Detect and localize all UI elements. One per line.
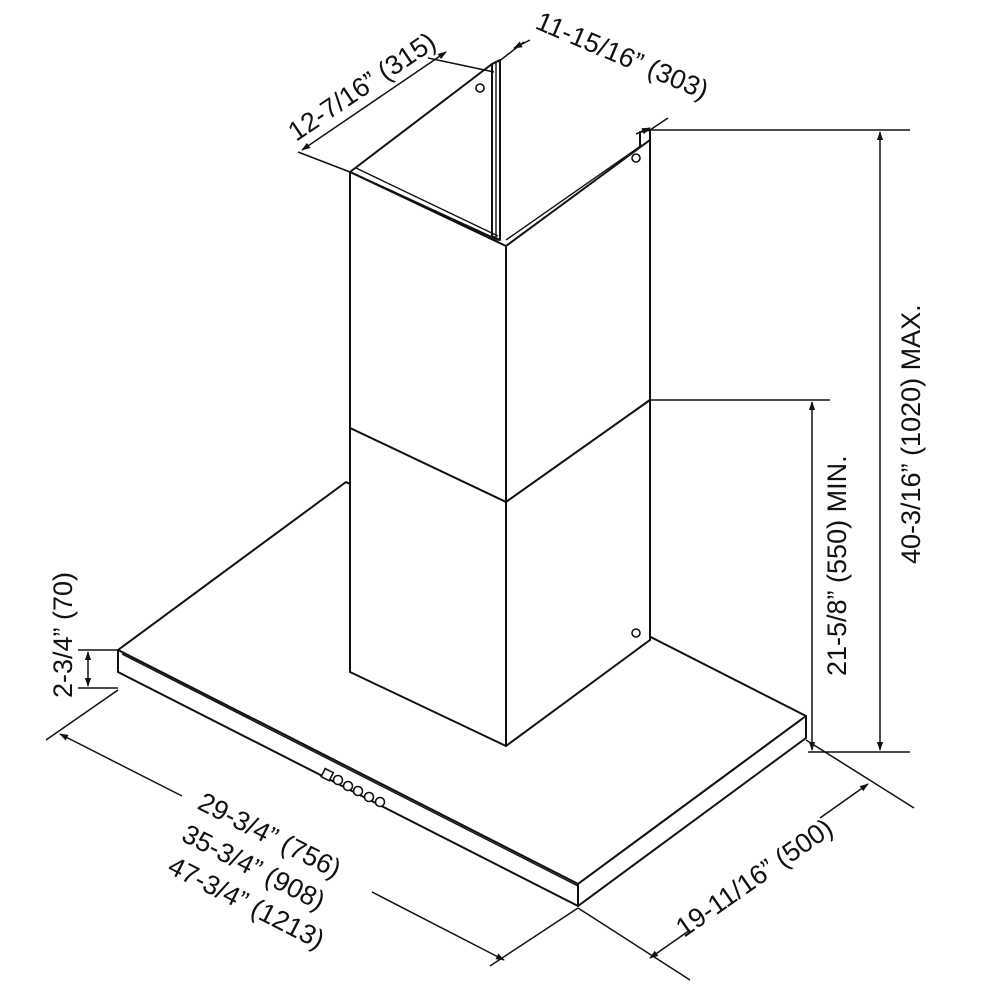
control-panel (320, 767, 386, 808)
dim-label-height-max: 40-3/16” (1020) MAX. (896, 304, 926, 564)
duct-top-inner-edge-2 (505, 144, 643, 241)
dim-label-duct-width: 11-15/16” (303) (532, 6, 713, 106)
dim-label-height-min: 21-5/8” (550) MIN. (822, 455, 852, 676)
screw-hole-icon (475, 83, 485, 93)
dim-height-min (650, 399, 830, 751)
dim-label-canopy-thickness: 2-3/4” (70) (48, 572, 78, 698)
lower-duct-side-face (505, 399, 651, 747)
button-round-icon[interactable] (332, 774, 344, 786)
dim-label-canopy-depth: 19-11/16” (500) (670, 813, 838, 943)
dim-canopy-thickness (78, 649, 118, 689)
dim-canopy-width (45, 689, 579, 967)
button-round-icon[interactable] (342, 780, 354, 792)
canopy-front-bevel (121, 653, 579, 887)
button-square-icon[interactable] (320, 767, 335, 782)
screw-hole-icon (631, 153, 641, 163)
button-round-icon[interactable] (352, 785, 364, 797)
button-round-icon[interactable] (363, 791, 375, 803)
duct-top-inner-edge (355, 167, 499, 237)
dim-duct-depth (297, 51, 495, 173)
dim-duct-width (497, 39, 669, 135)
chimney (349, 59, 651, 747)
dim-canopy-depth (577, 739, 915, 981)
screw-hole-icon (631, 628, 641, 638)
button-round-icon[interactable] (374, 796, 386, 808)
canopy-side-face (577, 715, 807, 907)
